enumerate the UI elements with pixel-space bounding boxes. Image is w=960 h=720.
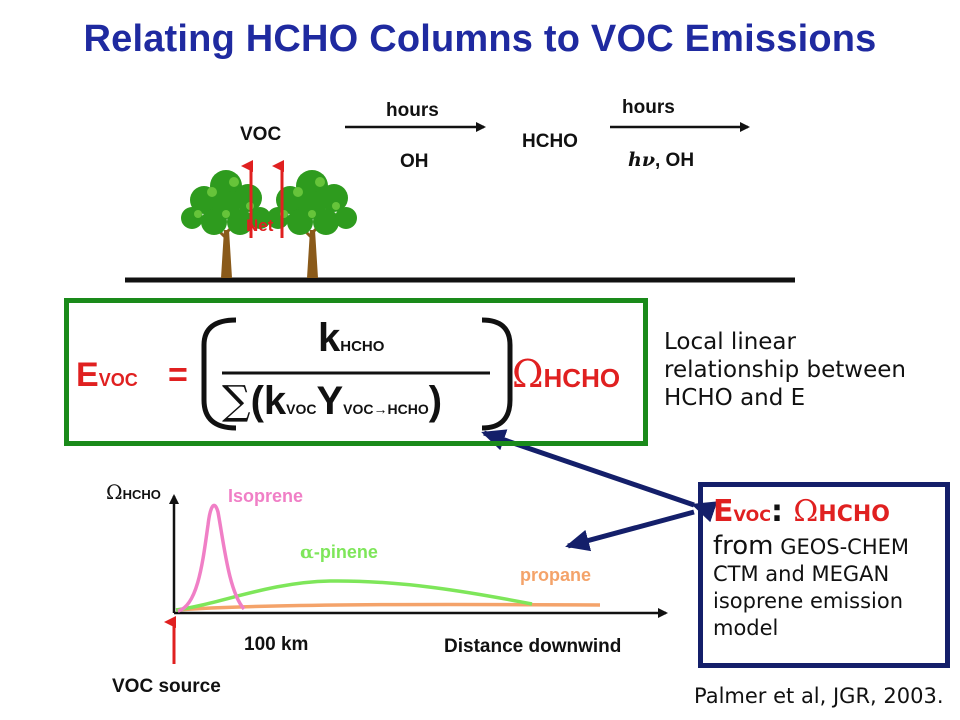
arrow2-bottom-label: hν, OH: [628, 149, 694, 172]
side-note-line: HCHO and E: [664, 385, 806, 411]
citation: Palmer et al, JGR, 2003.: [694, 684, 944, 708]
isoprene-label: Isoprene: [228, 486, 304, 506]
alpha-symbol: α: [300, 542, 314, 563]
eq-den-k: (k: [250, 379, 287, 423]
info-line1: GEOS-CHEM: [773, 535, 910, 559]
eq-num-sub: HCHO: [340, 338, 385, 355]
isoprene-curve: [177, 503, 246, 613]
connector-arrow-2: [565, 509, 695, 552]
equation-box: [64, 298, 648, 446]
info-line: model: [713, 616, 779, 640]
source-label: VOC source: [112, 676, 221, 697]
propane-label: propane: [520, 565, 592, 585]
info-from: from: [713, 531, 774, 561]
sigma-symbol: ∑: [222, 378, 251, 424]
tree-icon: [181, 170, 271, 278]
eq-lhs-e: E: [76, 356, 99, 394]
net-label: Net: [246, 216, 274, 235]
eq-den-sub2: VOC→HCHO: [343, 401, 429, 417]
info-box-heading: EVOC: ΩHCHO: [713, 495, 935, 533]
omega-symbol: Ω: [793, 494, 819, 529]
tick-label: 100 km: [244, 634, 309, 655]
graph-y-label: ΩHCHO: [106, 480, 161, 505]
oh-label: , OH: [655, 150, 695, 171]
arrow1-top-label: hours: [386, 100, 439, 121]
eq-omega-sub: HCHO: [543, 363, 621, 393]
eq-denominator: ∑(kVOCYVOC→HCHO): [222, 378, 442, 424]
side-note: Local linear relationship between HCHO a…: [664, 328, 906, 412]
eq-lhs-sub: VOC: [98, 370, 138, 390]
info-line: isoprene emission: [713, 589, 904, 613]
arrow1-bottom-label: OH: [400, 151, 429, 172]
eq-den-sub1: VOC: [286, 401, 317, 417]
eq-equals: =: [168, 356, 188, 394]
side-note-line: Local linear: [664, 329, 796, 355]
eq-lhs: EVOC: [76, 356, 138, 395]
eq-den-y: Y: [316, 379, 344, 423]
hnu-symbol: hν: [628, 149, 655, 171]
info-omega-sub: HCHO: [818, 502, 890, 527]
eq-num-k: k: [318, 316, 341, 360]
x-axis-label: Distance downwind: [444, 636, 622, 657]
info-box: EVOC: ΩHCHO from GEOS-CHEM CTM and MEGAN…: [698, 482, 950, 668]
page-title: Relating HCHO Columns to VOC Emissions: [83, 18, 877, 60]
eq-omega: ΩHCHO: [512, 352, 620, 397]
omega-symbol: Ω: [106, 480, 123, 504]
right-bracket: [481, 317, 513, 431]
side-note-line: relationship between: [664, 357, 906, 383]
info-colon: :: [770, 494, 783, 529]
voc-label: VOC: [240, 124, 282, 145]
info-e-sub: VOC: [733, 506, 771, 525]
omega-symbol: Ω: [512, 352, 544, 396]
apinene-curve: [175, 579, 533, 612]
eq-den-close: ): [428, 379, 443, 423]
info-line: from GEOS-CHEM: [713, 533, 935, 561]
apinene-text: -pinene: [313, 542, 378, 562]
info-line: CTM and MEGAN: [713, 562, 890, 586]
arrow2-top-label: hours: [622, 97, 675, 118]
graph-y-sub: HCHO: [122, 487, 161, 502]
apinene-label: α-pinene: [300, 542, 378, 563]
eq-numerator: kHCHO: [318, 316, 384, 361]
info-e: E: [713, 494, 734, 529]
left-bracket: [201, 317, 237, 431]
hcho-label: HCHO: [522, 131, 578, 152]
